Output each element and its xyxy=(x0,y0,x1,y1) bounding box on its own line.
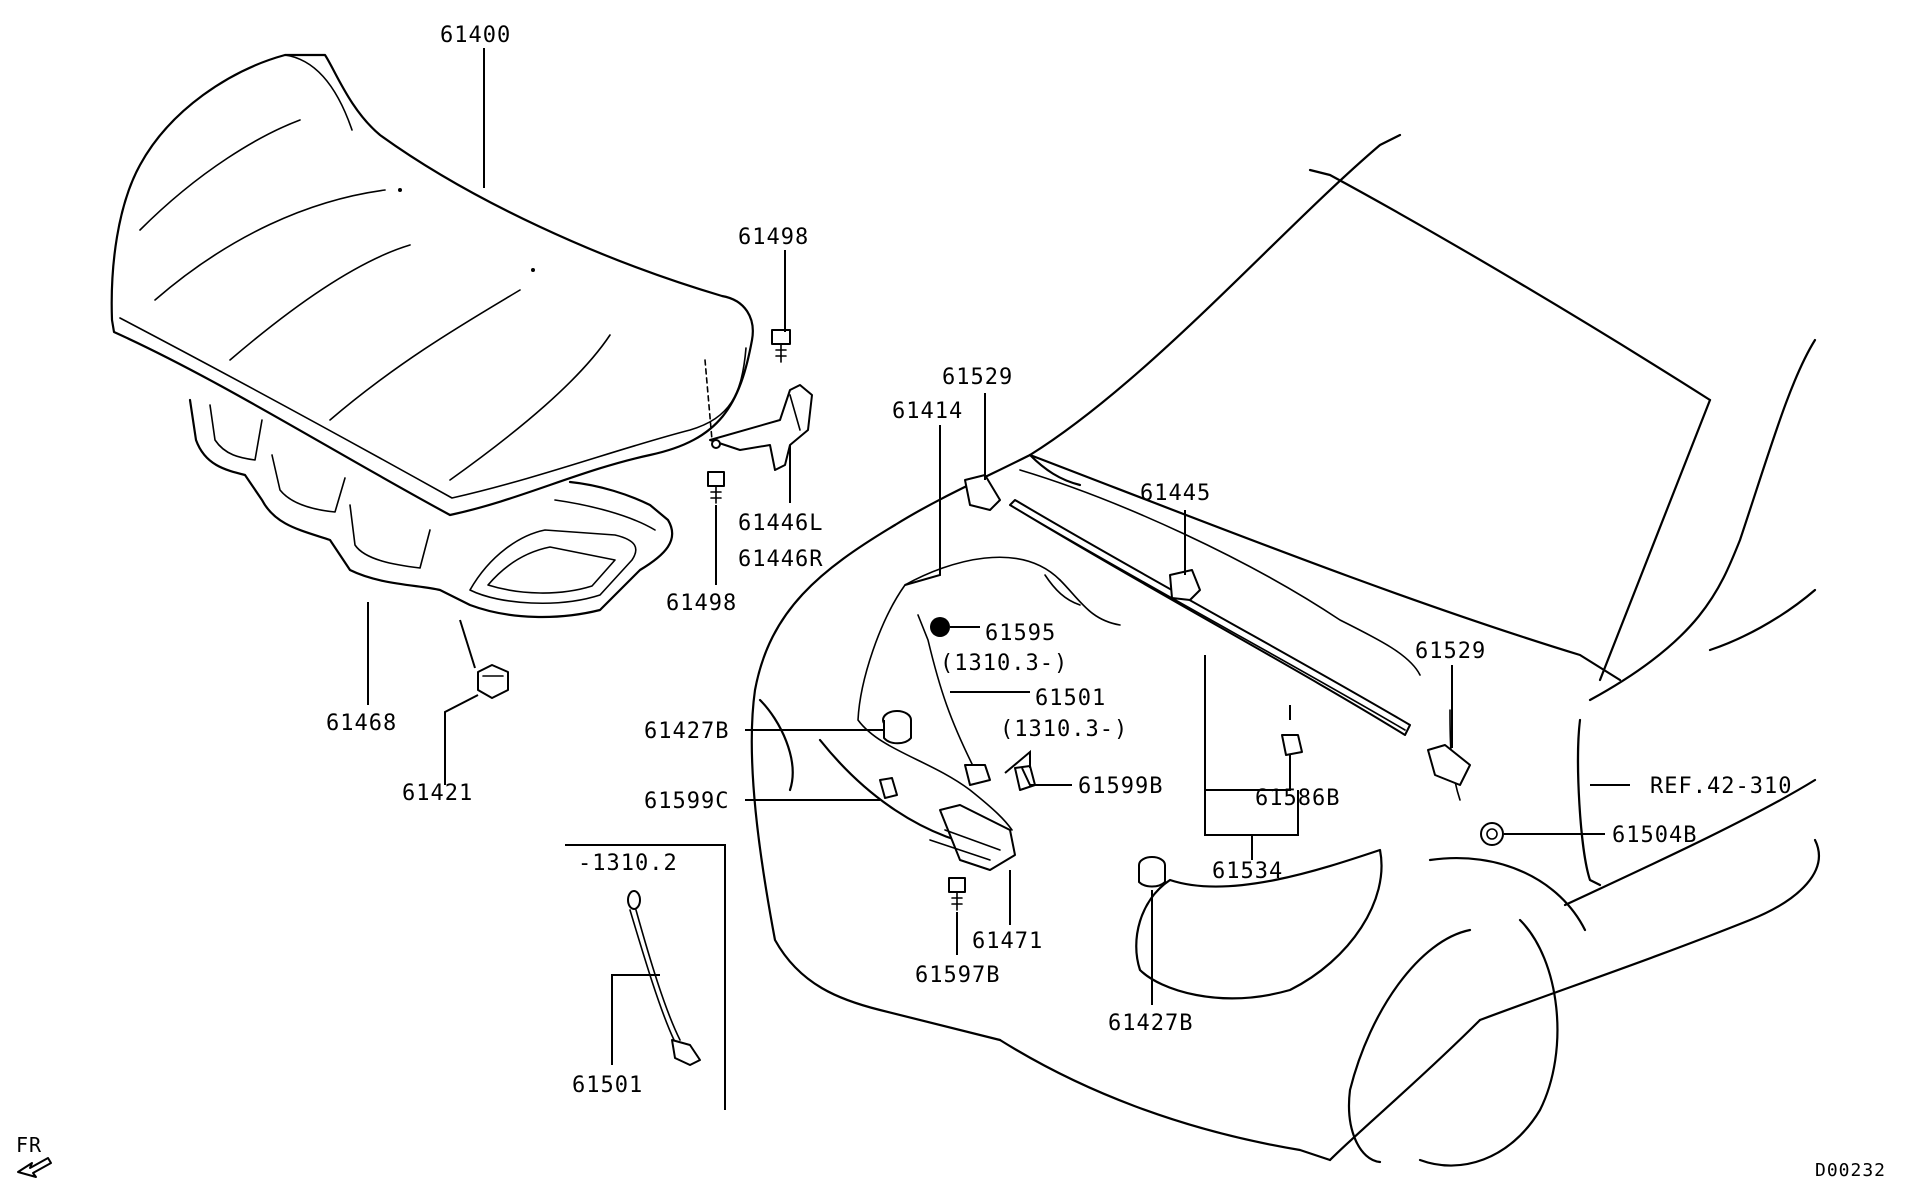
support-rod xyxy=(917,614,1036,791)
release-cable xyxy=(857,556,1121,831)
label-61427B-left: 61427B xyxy=(644,719,729,744)
hood-panel xyxy=(110,53,754,517)
label-61501: 61501 xyxy=(1035,686,1106,711)
label-61504B: 61504B xyxy=(1612,823,1697,848)
label-61529-left: 61529 xyxy=(942,365,1013,390)
label-61498-bottom: 61498 xyxy=(666,591,737,616)
clip-61445 xyxy=(1169,569,1201,601)
label-61599C: 61599C xyxy=(644,789,729,814)
bumper-61427B-left xyxy=(882,710,912,745)
bumper-left-61529 xyxy=(964,474,1001,511)
hood-insulator xyxy=(188,398,674,619)
front-arrow-icon xyxy=(17,1157,52,1178)
clip-61421 xyxy=(477,664,509,699)
label-61597B: 61597B xyxy=(915,963,1000,988)
clip-61586B xyxy=(1281,734,1303,756)
label-61595: 61595 xyxy=(985,621,1056,646)
car-body xyxy=(750,133,1820,1167)
label-61595-serial-note: (1310.3-) xyxy=(940,651,1068,676)
label-61586B: 61586B xyxy=(1255,786,1340,811)
hood-seal-strip xyxy=(1009,499,1411,736)
inset-frame xyxy=(565,844,726,1110)
bumper-right-61529 xyxy=(1427,744,1471,786)
label-61400: 61400 xyxy=(440,23,511,48)
label-front-direction: FR xyxy=(16,1133,42,1157)
hood-hinge xyxy=(704,359,813,471)
grommet-61504B xyxy=(1480,822,1504,846)
bolt-61597B xyxy=(948,877,966,911)
label-61468: 61468 xyxy=(326,711,397,736)
label-61445: 61445 xyxy=(1140,481,1211,506)
leader-lines xyxy=(367,48,1630,1065)
bolt-bottom xyxy=(707,471,725,504)
label-61498-top: 61498 xyxy=(738,225,809,250)
label-61446L: 61446L xyxy=(738,511,823,536)
label-61529-right: 61529 xyxy=(1415,639,1486,664)
drawing-id: D00232 xyxy=(1815,1160,1886,1181)
bolt-top xyxy=(771,329,791,363)
hood-lock xyxy=(879,777,1016,871)
label-61501-inset: 61501 xyxy=(572,1073,643,1098)
label-61421: 61421 xyxy=(402,781,473,806)
label-61534: 61534 xyxy=(1212,859,1283,884)
label-61446R: 61446R xyxy=(738,547,823,572)
label-61471: 61471 xyxy=(972,929,1043,954)
inset-support-rod xyxy=(627,890,701,1066)
label-61599B: 61599B xyxy=(1078,774,1163,799)
label-61427B-bottom: 61427B xyxy=(1108,1011,1193,1036)
label-61414: 61414 xyxy=(892,399,963,424)
bumper-61427B-bottom xyxy=(1138,856,1166,888)
label-inset-serial-note: -1310.2 xyxy=(578,851,678,876)
label-ref-42-310: REF.42-310 xyxy=(1650,774,1792,799)
nut-61595 xyxy=(930,617,950,637)
label-61501-serial-note: (1310.3-) xyxy=(1000,717,1128,742)
